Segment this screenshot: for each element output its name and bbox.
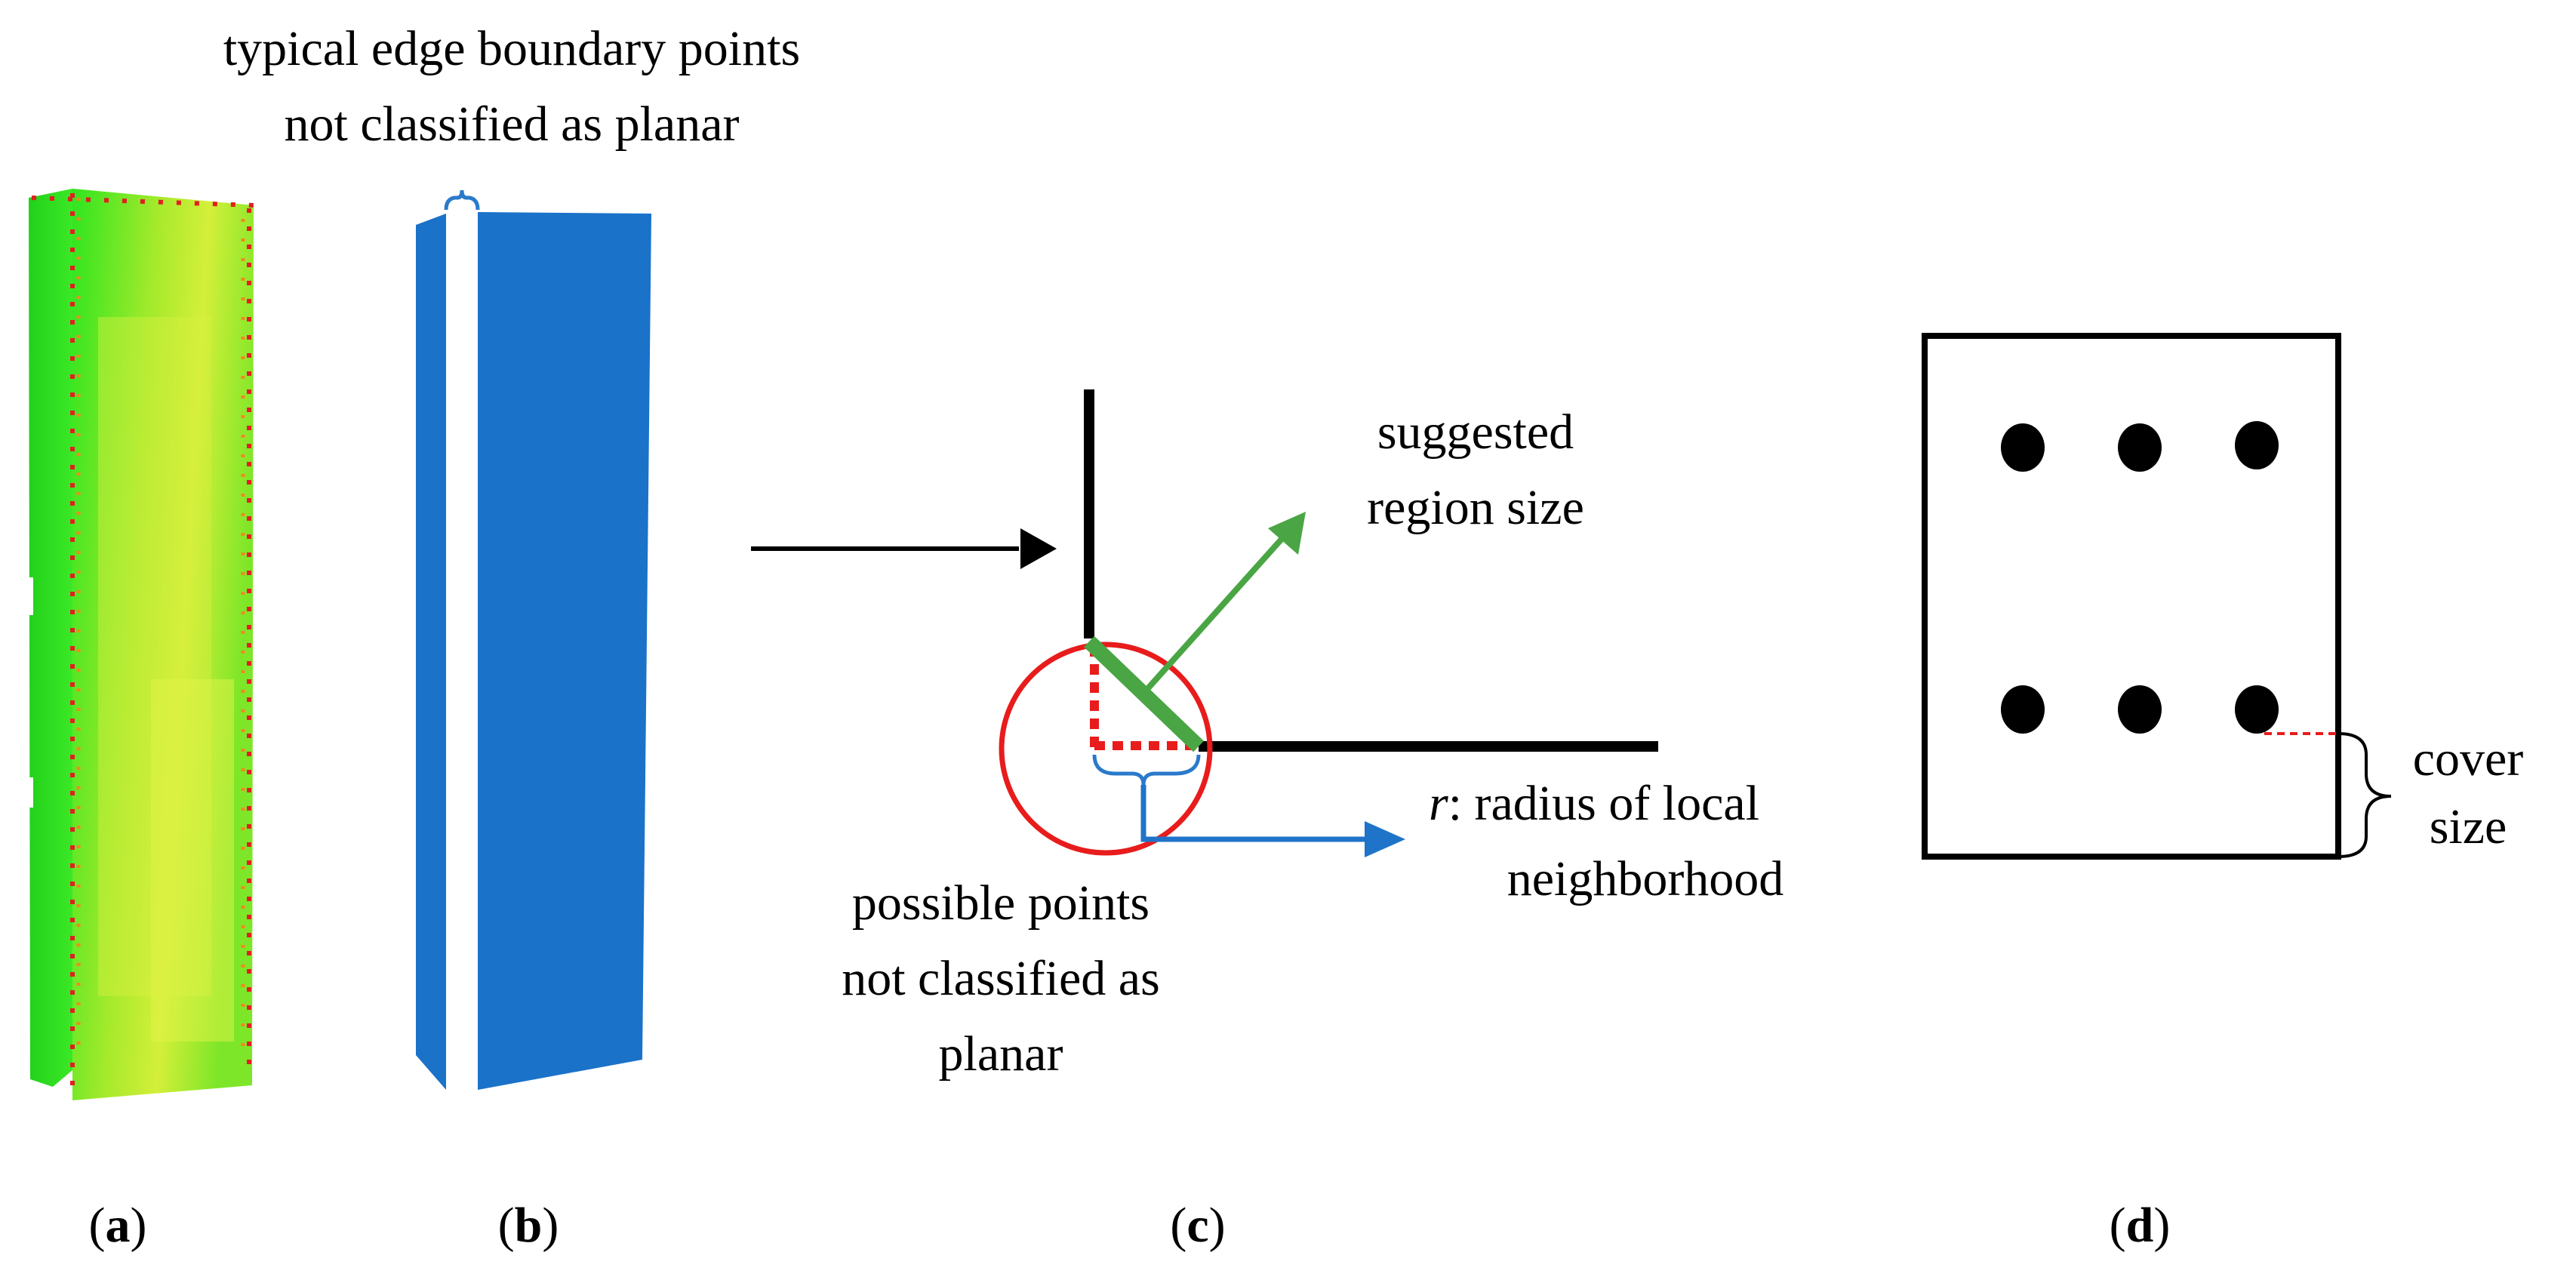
rebar-dot [2118,423,2162,472]
panel-label-a-letter: a [106,1198,131,1253]
plane-left [416,214,446,1090]
suggested-region-label-line2: region size [1367,480,1584,535]
possible-points-label-line1: possible points [852,875,1150,931]
radius-arrow [1140,785,1366,842]
region-size-arrow-head [1268,512,1306,555]
point-cloud-highlight [151,679,234,1042]
panel-label-c-letter: c [1186,1198,1208,1253]
panel-label-a-close: ) [131,1198,147,1253]
point-cloud-column [23,189,254,1100]
rebar-dot [2235,421,2279,469]
neighborhood-circle [999,642,1213,856]
radius-label-line1: r: radius of local [1429,776,1759,831]
possible-points-label-line2: not classified as [842,951,1160,1006]
cover-label-line1: cover [2413,731,2524,786]
panel-label-b-letter: b [515,1198,543,1253]
panel-label-d: (d) [2110,1198,2171,1253]
panel-label-d-letter: d [2126,1198,2154,1253]
edge-boundary-label-line1: typical edge boundary points [223,21,800,76]
cover-label-line2: size [2430,799,2507,854]
panel-label-b: (b) [498,1198,559,1253]
section-outline [1922,333,2341,860]
panel-label-c: (c) [1170,1198,1225,1253]
region-size-arrow [1139,535,1285,698]
panel-label-c-close: ) [1209,1198,1226,1253]
point-cloud-side-face [29,189,72,1087]
rebar-dot [2001,685,2045,734]
radius-symbol: r [1429,776,1448,831]
rebar-dot [2118,685,2162,734]
rebar-dot [2001,423,2045,472]
possible-points-label-line3: planar [939,1026,1063,1082]
panel-label-c-open: ( [1170,1198,1186,1253]
panel-label-a-open: ( [89,1198,106,1253]
panel-label-d-close: ) [2153,1198,2170,1253]
gap-brace [444,189,480,211]
corner-diagram [999,389,1658,857]
plane-right [478,212,651,1090]
edge-points-orange [76,198,245,1057]
radius-label-line2: neighborhood [1507,851,1784,906]
segmented-planes [416,189,651,1090]
edge-points-red [31,193,254,1087]
point-cloud-gap [23,777,33,808]
suggested-region-label-line1: suggested [1377,405,1574,460]
column-cross-section [1922,333,2392,860]
panel-label-a: (a) [89,1198,147,1253]
radius-label-text: : radius of local [1448,776,1759,831]
panel-label-d-open: ( [2110,1198,2126,1253]
panel-label-b-close: ) [542,1198,559,1253]
transition-arrow-head [1020,528,1057,569]
panel-label-b-open: ( [498,1198,515,1253]
rebar-dot [2235,685,2279,734]
edge-boundary-label-line2: not classified as planar [285,97,740,152]
radius-brace [1092,754,1201,786]
radius-arrow-head [1365,821,1405,857]
point-cloud-gap [23,577,33,615]
cover-brace [2337,732,2392,858]
